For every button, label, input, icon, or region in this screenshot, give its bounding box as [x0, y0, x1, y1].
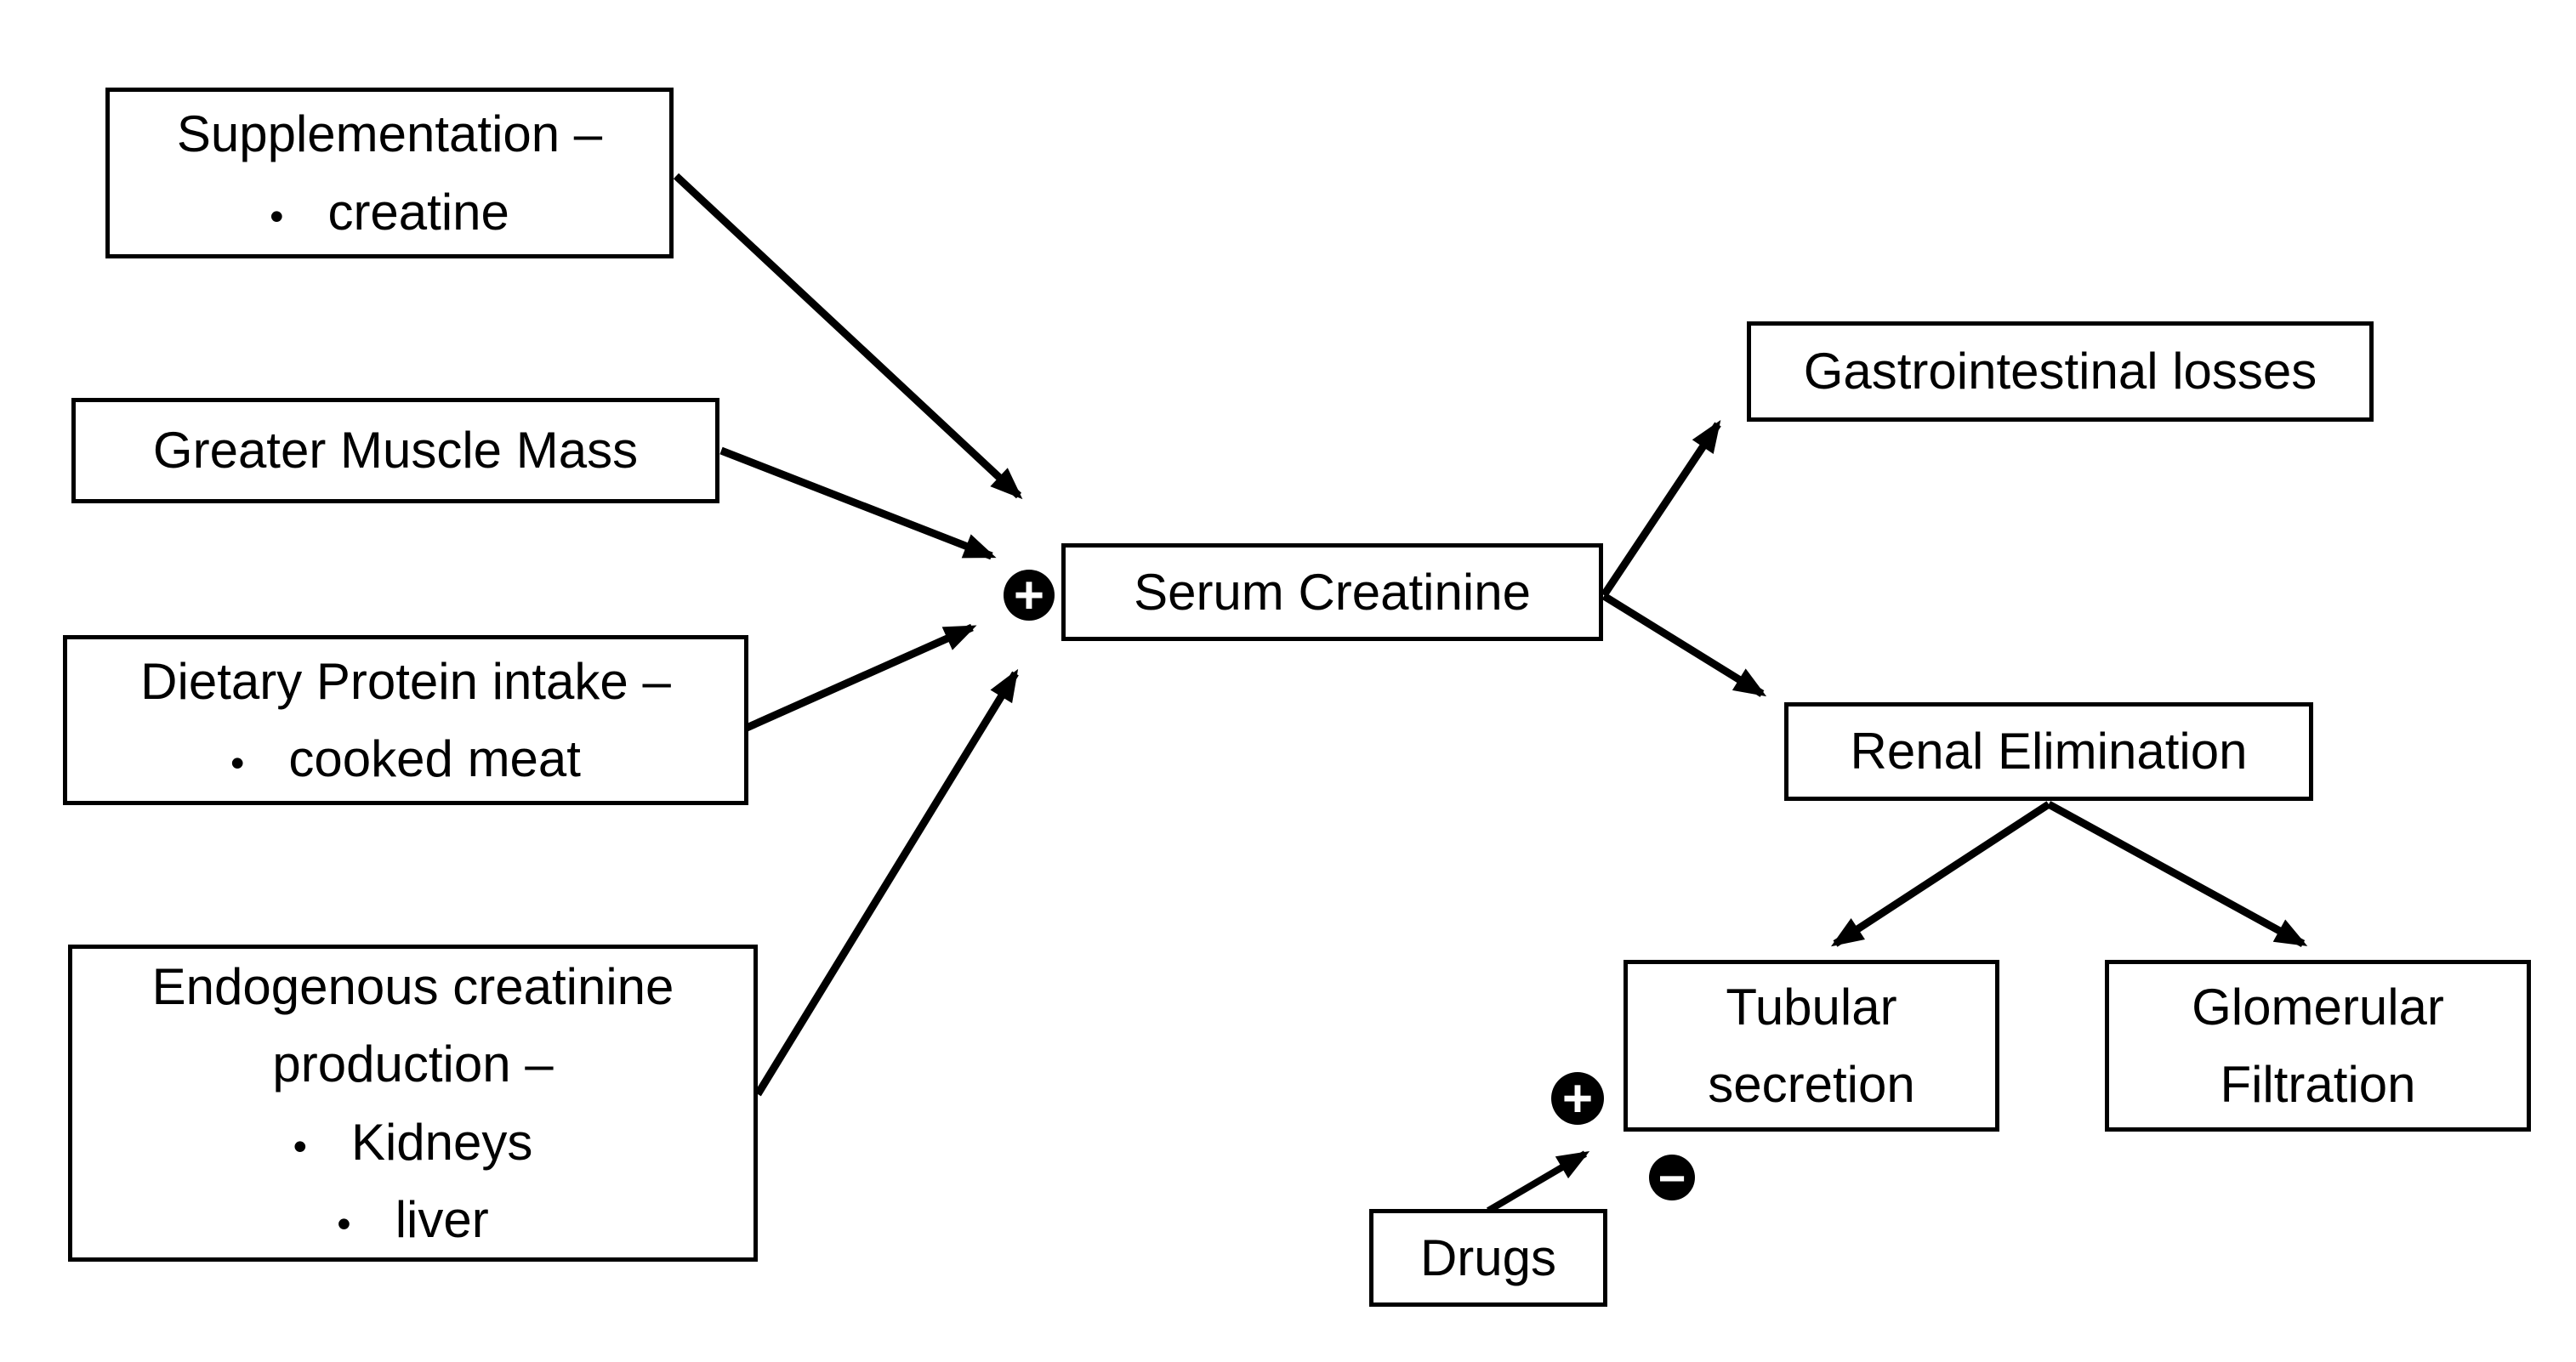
- plus-badge-drugs-icon: +: [1551, 1070, 1604, 1128]
- arrow-muscle-mass-to-serum: [719, 446, 997, 560]
- node-dietary-protein: Dietary Protein intake – cooked meat: [63, 635, 748, 805]
- node-supplementation-bullet: creatine: [270, 173, 509, 251]
- node-glomerular-filtration: Glomerular Filtration: [2105, 960, 2531, 1132]
- arrow-serum-to-renal: [1601, 593, 1767, 697]
- node-greater-muscle-mass: Greater Muscle Mass: [71, 398, 719, 503]
- node-greater-muscle-mass-title: Greater Muscle Mass: [152, 422, 639, 480]
- arrow-renal-to-tubular: [1830, 801, 2051, 947]
- arrow-drugs-to-tubular: [1486, 1150, 1590, 1214]
- node-glomerular-filtration-line2: Filtration: [2220, 1056, 2416, 1113]
- node-endogenous-title-line1: Endogenous creatinine: [151, 958, 674, 1016]
- node-drugs: Drugs: [1369, 1209, 1607, 1307]
- plus-badge-serum-icon: +: [1004, 566, 1055, 625]
- arrow-renal-to-glomerular: [2046, 801, 2308, 947]
- node-dietary-protein-bullet: cooked meat: [230, 720, 581, 797]
- node-renal-elimination: Renal Elimination: [1784, 702, 2313, 801]
- node-glomerular-filtration-line1: Glomerular: [2192, 978, 2444, 1036]
- arrow-supplementation-to-serum: [673, 173, 1023, 500]
- minus-badge-drugs-icon: −: [1649, 1151, 1695, 1205]
- node-endogenous-title-line2: production –: [272, 1036, 554, 1093]
- node-tubular-secretion-line1: Tubular: [1726, 978, 1897, 1036]
- node-supplementation: Supplementation – creatine: [105, 88, 674, 258]
- node-tubular-secretion: Tubular secretion: [1624, 960, 1999, 1132]
- arrow-serum-to-gastrointestinal: [1601, 420, 1721, 598]
- node-endogenous-bullet-kidneys: Kidneys: [293, 1104, 532, 1181]
- node-gastrointestinal-losses-title: Gastrointestinal losses: [1803, 343, 2317, 400]
- node-endogenous-bullet-liver: liver: [337, 1181, 489, 1258]
- node-gastrointestinal-losses: Gastrointestinal losses: [1747, 321, 2374, 422]
- node-endogenous-production: Endogenous creatinine production – Kidne…: [68, 945, 758, 1262]
- node-serum-creatinine-title: Serum Creatinine: [1134, 563, 1531, 621]
- arrow-dietary-protein-to-serum: [745, 623, 977, 732]
- arrow-endogenous-to-serum: [754, 668, 1019, 1097]
- node-tubular-secretion-line2: secretion: [1708, 1056, 1915, 1113]
- node-renal-elimination-title: Renal Elimination: [1850, 723, 2248, 780]
- node-serum-creatinine: Serum Creatinine: [1061, 543, 1603, 641]
- node-drugs-title: Drugs: [1419, 1229, 1557, 1286]
- node-supplementation-title: Supplementation –: [176, 105, 603, 163]
- node-dietary-protein-title: Dietary Protein intake –: [140, 652, 671, 710]
